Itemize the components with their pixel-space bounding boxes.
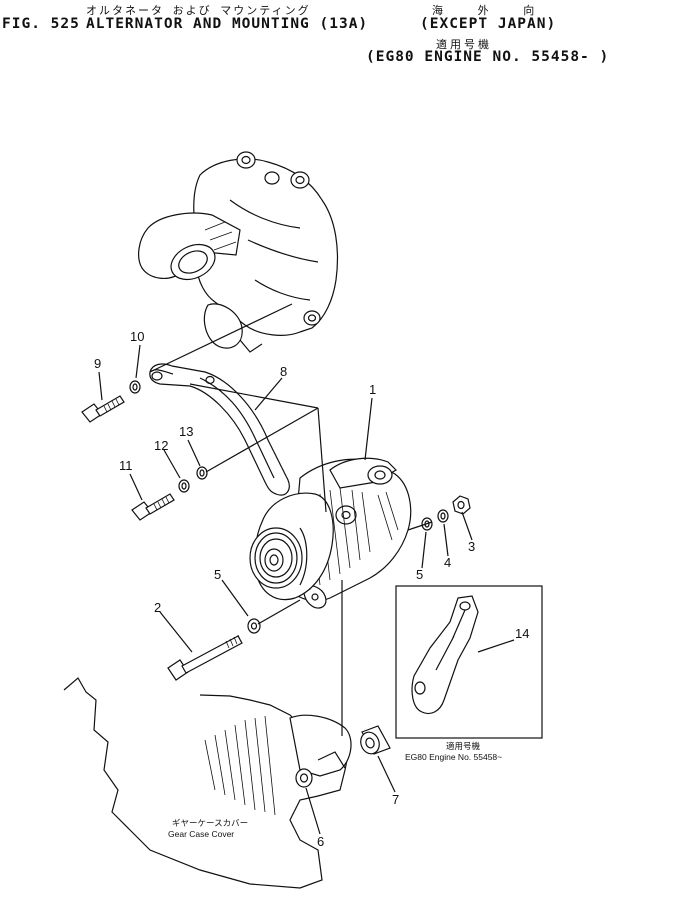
part-8-adjusting-bracket	[149, 363, 290, 496]
gear-case-cover	[63, 677, 352, 889]
leader-lines	[98, 303, 515, 835]
part-3-nut	[452, 495, 471, 515]
inset-applicability-label: EG80 Engine No. 55458~	[405, 752, 502, 762]
water-pump-housing	[138, 151, 339, 353]
part-11-bolt	[131, 493, 175, 521]
part-6-spacer	[295, 768, 313, 788]
callout-5-left: 5	[214, 567, 221, 582]
callout-11: 11	[119, 458, 133, 473]
callout-2: 2	[154, 600, 161, 615]
inset-applicability-japanese: 適用号機	[446, 741, 481, 751]
callout-10: 10	[130, 329, 144, 344]
overseas-japanese: 海 外 向	[432, 4, 549, 17]
callout-5-right: 5	[416, 567, 423, 582]
figure-number: FIG. 525	[2, 16, 80, 32]
callout-7: 7	[392, 792, 399, 807]
figure-title: ALTERNATOR AND MOUNTING (13A)	[86, 16, 369, 32]
inset-part-14	[395, 585, 543, 739]
part-10-washer	[129, 380, 141, 394]
part-5-washer-left	[247, 618, 261, 634]
callout-12: 12	[154, 438, 168, 453]
callout-6: 6	[317, 834, 324, 849]
part-12-washer	[178, 479, 190, 493]
title-japanese: オルタネータ および マウンティング	[86, 4, 311, 17]
applicability-label: (EG80 ENGINE NO. 55458- )	[366, 49, 610, 65]
except-japan-label: (EXCEPT JAPAN)	[420, 16, 557, 32]
gear-case-japanese: ギヤーケースカバー	[172, 818, 248, 828]
applicable-japanese: 適用号機	[436, 38, 492, 51]
callout-8: 8	[280, 364, 287, 379]
callout-9: 9	[94, 356, 101, 371]
part-4-washer	[437, 509, 449, 523]
part-2-long-bolt	[167, 634, 243, 681]
callout-3: 3	[468, 539, 475, 554]
part-13-washer	[196, 466, 208, 480]
part-7-spacer	[360, 725, 391, 755]
part-14-cover-plate	[411, 595, 479, 715]
callout-1: 1	[369, 382, 376, 397]
callout-4: 4	[444, 555, 451, 570]
gear-case-label: Gear Case Cover	[168, 829, 234, 839]
part-9-bolt	[81, 395, 125, 423]
callout-14: 14	[515, 626, 529, 641]
callout-13: 13	[179, 424, 193, 439]
part-1-alternator	[249, 457, 412, 609]
inset-border	[395, 585, 543, 739]
